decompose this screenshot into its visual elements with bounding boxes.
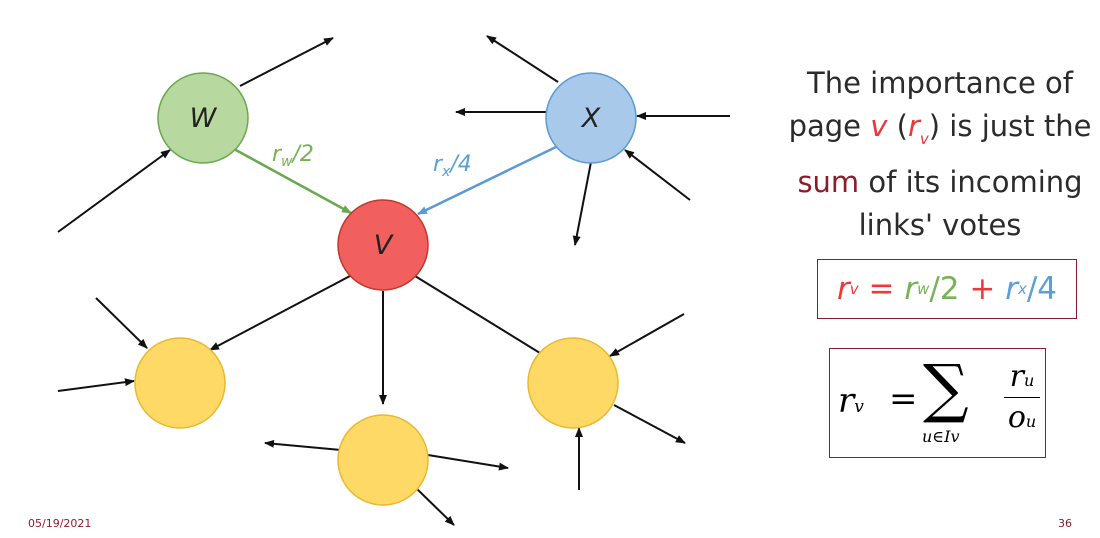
explanation-line-4: links' votes bbox=[858, 208, 1022, 242]
edge-v-to-right-node bbox=[414, 275, 549, 359]
edge-right-node-out bbox=[613, 404, 686, 444]
node-v bbox=[337, 199, 429, 291]
explanation-text: The importance of page v (rv) is just th… bbox=[785, 62, 1095, 247]
formula-sum-equals: = bbox=[889, 379, 918, 419]
node-v-label: V bbox=[374, 230, 395, 261]
edge-v-to-left-node bbox=[209, 275, 351, 351]
sum-index: u∈Iv bbox=[922, 427, 960, 446]
edge-x-out-down bbox=[572, 161, 592, 246]
edge-into-left-node-top bbox=[95, 297, 148, 349]
edge-bottom-node-out-right bbox=[427, 454, 509, 471]
edge-into-x-bottom bbox=[624, 149, 691, 201]
node-w-label: W bbox=[190, 103, 218, 134]
node-x bbox=[545, 72, 637, 164]
edge-bottom-node-out-down bbox=[416, 488, 455, 526]
footer-date: 05/19/2021 bbox=[28, 517, 92, 530]
explanation-line-1: The importance of bbox=[806, 66, 1073, 100]
edge-label-w-to-v: rw/2 bbox=[272, 142, 314, 170]
edge-label-x-to-v: rx/4 bbox=[433, 152, 472, 180]
edge-out-of-w bbox=[239, 37, 334, 87]
edge-bottom-node-out-left bbox=[264, 439, 342, 451]
explanation-line-2: page v (rv) is just the bbox=[788, 109, 1092, 148]
edge-into-w bbox=[57, 149, 171, 233]
fraction: ru ou bbox=[1002, 359, 1042, 436]
fraction-bar bbox=[1004, 397, 1040, 398]
sigma-symbol: ∑ bbox=[923, 352, 969, 426]
fraction-numerator: ru bbox=[1009, 359, 1035, 394]
node-w bbox=[157, 72, 249, 164]
node-right bbox=[527, 337, 619, 429]
formula-sum-lhs: rv bbox=[838, 381, 864, 421]
formula-sum-box: rv = ∑ u∈Iv ru ou bbox=[829, 348, 1046, 458]
page-number: 36 bbox=[1058, 517, 1072, 530]
edge-into-left-node-left bbox=[57, 378, 135, 392]
link-graph: W X V rw/2 rx/4 bbox=[57, 35, 730, 526]
node-left bbox=[134, 337, 226, 429]
fraction-denominator: ou bbox=[1007, 400, 1037, 435]
node-x-label: X bbox=[580, 103, 601, 134]
node-bottom bbox=[337, 414, 429, 506]
edge-x-out-top bbox=[486, 35, 559, 83]
edge-w-to-v bbox=[233, 147, 352, 215]
edge-into-right-node-top bbox=[609, 313, 685, 357]
edge-x-to-v bbox=[417, 144, 559, 216]
explanation-line-3: sum of its incoming bbox=[797, 165, 1083, 199]
